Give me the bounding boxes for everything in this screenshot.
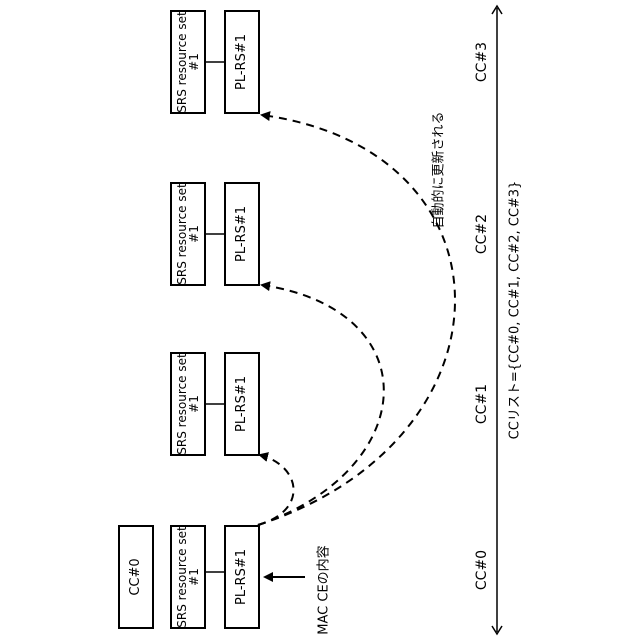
cc-label-cc2: CC#2 [474,214,490,254]
pl-rs-cc3: PL-RS#1 [224,10,260,114]
pl-rs-cc1: PL-RS#1 [224,352,260,456]
srs-resource-set-cc0: SRS resource set #1 [170,525,206,629]
srs-line2: #1 [188,353,200,454]
pl-rs-cc2: PL-RS#1 [224,182,260,286]
update-arrow-cc3 [258,115,455,525]
pl-rs-label: PL-RS#1 [236,206,248,262]
pl-rs-label: PL-RS#1 [236,549,248,605]
pl-rs-label: PL-RS#1 [236,376,248,432]
cc0-header-label: CC#0 [130,558,142,595]
cc-label-cc3: CC#3 [474,42,490,82]
srs-resource-set-cc2: SRS resource set #1 [170,182,206,286]
mac-ce-label: MAC CEの内容 [313,545,332,634]
pl-rs-label: PL-RS#1 [236,34,248,90]
pl-rs-cc0: PL-RS#1 [224,525,260,629]
update-arrow-cc2 [258,285,384,525]
cc0-header-box: CC#0 [118,525,154,629]
srs-line2: #1 [188,183,200,284]
cc-label-cc1: CC#1 [474,384,490,424]
cc-label-cc0: CC#0 [474,550,490,590]
cc-list-label: CCリスト={CC#0, CC#1, CC#2, CC#3} [504,181,523,440]
auto-update-label: 自動的に更新される [428,111,447,228]
srs-line2: #1 [188,11,200,112]
srs-resource-set-cc3: SRS resource set #1 [170,10,206,114]
srs-resource-set-cc1: SRS resource set #1 [170,352,206,456]
srs-line2: #1 [188,526,200,627]
